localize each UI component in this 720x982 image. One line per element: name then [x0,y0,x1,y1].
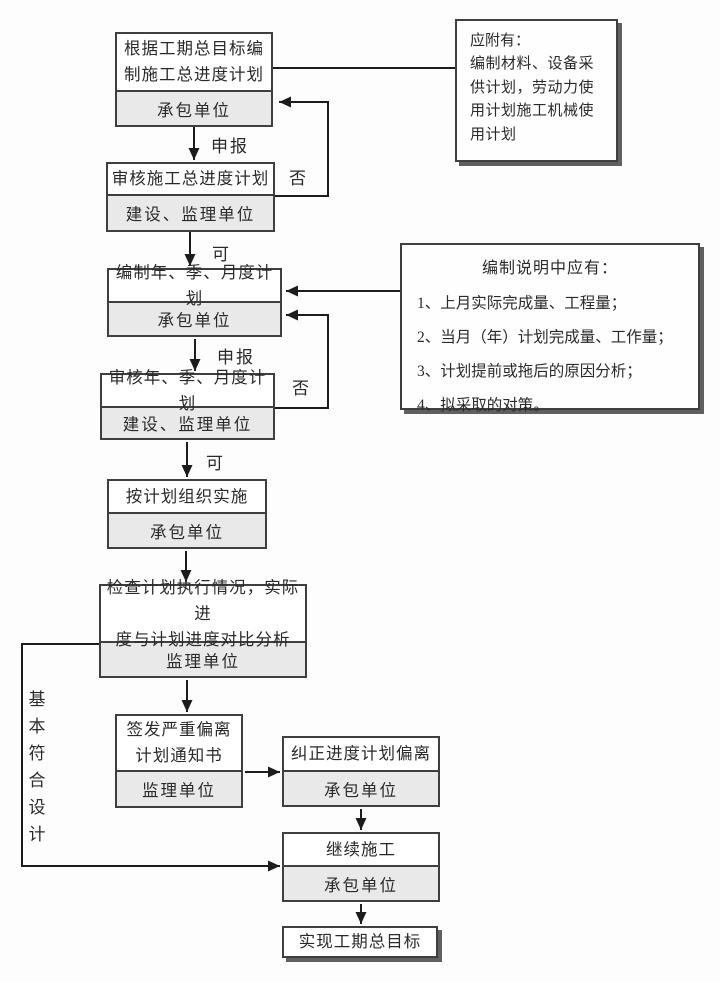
box-title: 审核施工总进度计划 [111,169,270,188]
edge-label-no-1: 否 [289,169,308,188]
flow-box-implement-per-plan: 按计划组织实施 承包单位 [107,479,267,549]
box-agency: 承包单位 [284,770,438,805]
flow-box-continue-construction: 继续施工 承包单位 [282,832,440,902]
box-agency: 承包单位 [109,512,265,547]
note-explanation: 编制说明中应有： 1、上月实际完成量、工程量； 2、当月（年）计划完成量、工作量… [400,243,700,414]
note-explanation-header: 编制说明中应有： [481,260,618,277]
note-explanation-items: 1、上月实际完成量、工程量； 2、当月（年）计划完成量、工作量； 3、计划提前或… [402,281,698,423]
box-title: 继续施工 [326,839,396,859]
edge-label-declare-1: 申报 [211,137,249,156]
note-explanation-item: 4、拟采取的对策。 [417,397,549,414]
box-title: 根据工期总目标编制施工总进度计划 [124,39,264,84]
box-agency: 承包单位 [117,90,271,125]
edge-label-no-2: 否 [292,379,311,398]
box-title: 实现工期总目标 [298,932,422,951]
edge-label-basically-conforms: 基本符合设计 [28,690,46,844]
flow-box-compile-master-schedule: 根据工期总目标编制施工总进度计划 承包单位 [115,32,273,127]
flow-box-correct-schedule-deviation: 纠正进度计划偏离 承包单位 [282,736,440,807]
note-explanation-item: 2、当月（年）计划完成量、工作量； [417,329,673,346]
flow-box-check-plan-execution: 检查计划执行情况，实际进度与计划进度对比分析 监理单位 [99,577,307,678]
box-title: 纠正进度计划偏离 [291,744,431,763]
flow-box-review-periodic-plans: 审核年、季、月度计划 建设、监理单位 [100,367,275,440]
box-title: 审核年、季、月度计划 [108,367,267,413]
box-agency: 承包单位 [284,865,438,900]
box-title: 按计划组织实施 [125,486,249,506]
box-title: 编制年、季、月度计划 [115,262,274,308]
box-title: 检查计划执行情况，实际进度与计划进度对比分析 [106,577,300,649]
flow-box-achieve-overall-goal: 实现工期总目标 [282,926,438,958]
edge-label-declare-2: 申报 [217,348,255,367]
note-explanation-item: 3、计划提前或拖后的原因分析； [417,363,642,380]
flow-box-review-master-schedule: 审核施工总进度计划 建设、监理单位 [106,162,275,232]
box-agency: 建设、监理单位 [108,194,273,230]
note-explanation-item: 1、上月实际完成量、工程量； [417,295,627,312]
box-agency: 监理单位 [117,770,241,806]
box-agency: 监理单位 [101,641,305,676]
flow-box-issue-deviation-notice: 签发严重偏离计划通知书 监理单位 [115,714,243,808]
box-title: 签发严重偏离计划通知书 [126,720,232,765]
note-attachments-header: 应附有： [470,33,531,49]
box-agency: 承包单位 [109,301,280,335]
flow-box-compile-periodic-plans: 编制年、季、月度计划 承包单位 [107,262,282,337]
edge-label-yes-1: 可 [212,245,231,264]
note-attachments: 应附有： 编制材料、设备采供计划，劳动力使用计划施工机械使用计划 [455,19,618,162]
note-attachments-body: 编制材料、设备采供计划，劳动力使用计划施工机械使用计划 [470,56,595,143]
box-agency: 建设、监理单位 [102,406,273,438]
edge-label-yes-2: 可 [206,454,225,473]
